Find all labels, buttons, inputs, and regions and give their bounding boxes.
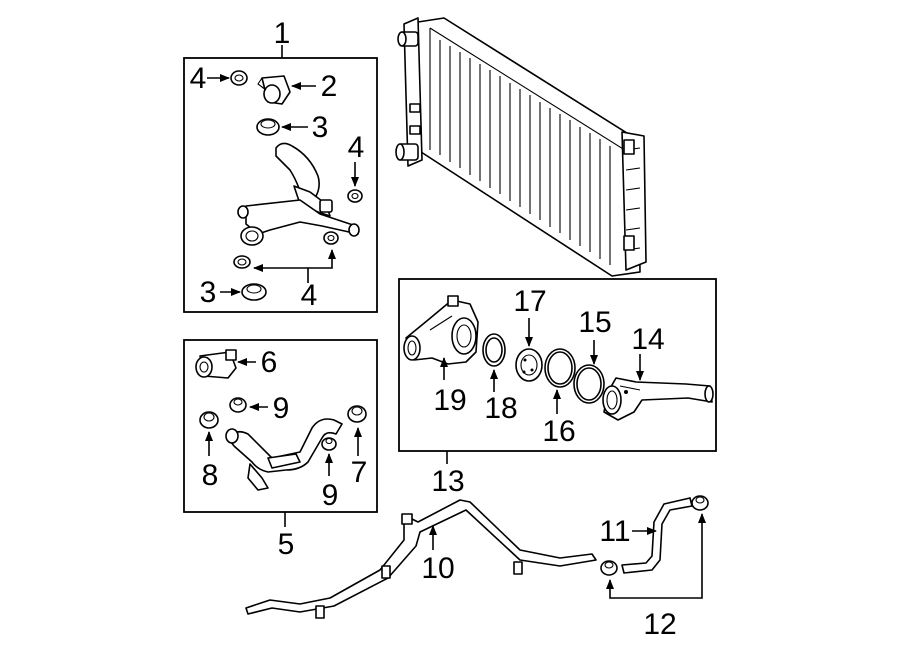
label-13: 13 (431, 465, 464, 498)
thermostat-part-17 (515, 348, 543, 382)
label-8: 8 (202, 459, 219, 492)
clamp-part-9-upper (229, 397, 247, 413)
thermostat-housing-part-19 (403, 295, 479, 365)
seal-ring-part-16 (544, 348, 576, 388)
clamp-part-4-lower-b (233, 255, 251, 269)
label-18: 18 (484, 392, 517, 425)
label-14: 14 (631, 323, 664, 356)
clamp-part-8 (199, 411, 219, 429)
label-10: 10 (421, 552, 454, 585)
label-16: 16 (542, 415, 575, 448)
label-9-lower: 9 (322, 479, 339, 512)
label-4-top: 4 (190, 62, 207, 95)
seal-ring-part-15 (573, 364, 605, 404)
connector-part-2 (257, 75, 291, 105)
clamp-part-7 (347, 405, 367, 423)
label-2: 2 (321, 70, 338, 103)
label-19: 19 (433, 384, 466, 417)
label-17: 17 (513, 285, 546, 318)
label-4-right: 4 (348, 131, 365, 164)
label-3-lower: 3 (200, 276, 217, 309)
radiator (395, 17, 647, 277)
clamp-part-3-lower (241, 283, 267, 301)
clamp-part-3-upper (256, 118, 280, 136)
clamp-part-4-right (347, 189, 363, 203)
box-assembly-5 (183, 339, 378, 513)
hose-part-5 (225, 418, 343, 491)
label-6: 6 (261, 346, 278, 379)
connector-part-6 (195, 349, 237, 379)
hose-part-11 (621, 497, 693, 574)
label-1: 1 (274, 17, 291, 50)
clamp-part-4 (230, 70, 248, 86)
label-15: 15 (578, 306, 611, 339)
box-assembly-1 (183, 57, 378, 313)
clamp-part-12-lower (600, 560, 618, 576)
label-12: 12 (643, 608, 676, 641)
clamp-part-4-lower-a (323, 231, 339, 245)
label-5: 5 (278, 528, 295, 561)
gasket-part-18 (482, 333, 506, 367)
coolant-outlet-part-14 (602, 377, 714, 421)
label-7: 7 (351, 456, 368, 489)
clamp-part-12-upper (691, 495, 709, 511)
label-11: 11 (599, 515, 630, 548)
coolant-pipe-part-10 (245, 499, 597, 619)
label-9-upper: 9 (273, 392, 290, 425)
hose-assembly (237, 142, 360, 246)
label-4-bottom: 4 (301, 279, 318, 312)
clamp-part-9-lower (321, 437, 337, 451)
label-3-upper: 3 (312, 111, 329, 144)
box-assembly-13 (398, 278, 717, 452)
